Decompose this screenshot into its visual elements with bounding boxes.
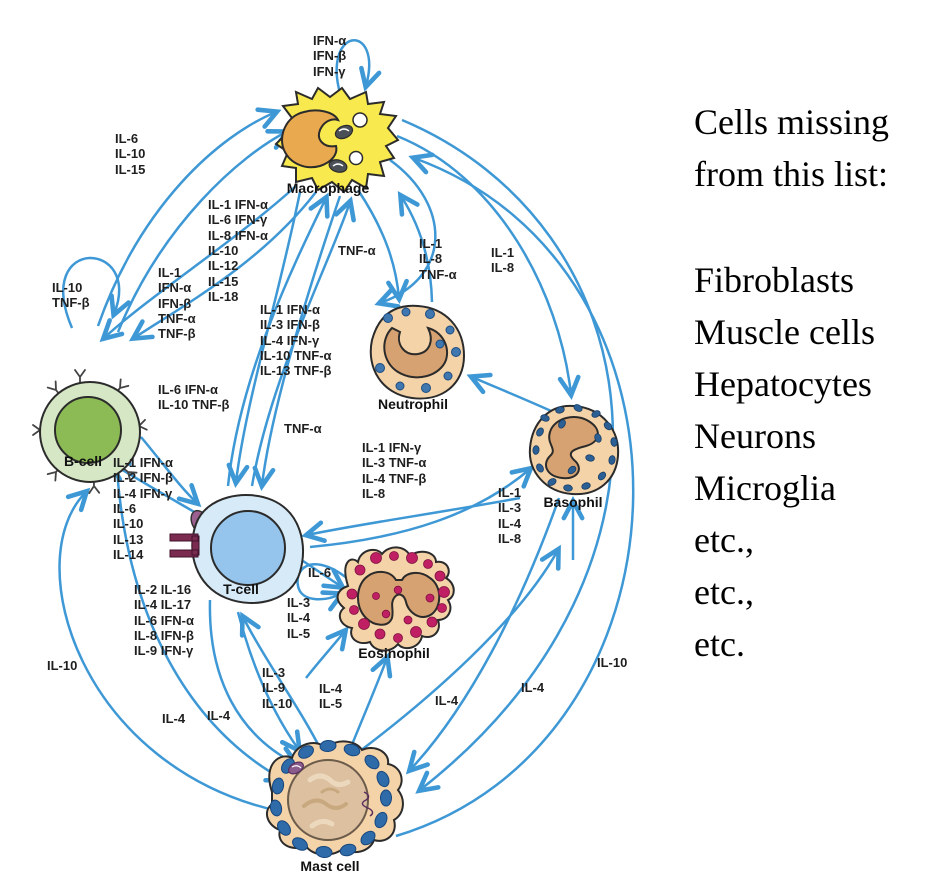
tcell-cell (169, 494, 304, 604)
cytokine-label-bcell-tcell-pair: IL-6 IFN-α IL-10 TNF-β (158, 382, 230, 413)
bcell-cell (32, 369, 148, 495)
arrow-mastcell-to-bcell-left (58, 487, 284, 814)
arrow-right-arc-to-neutrophil (466, 372, 559, 416)
arrow-bcell-to-tcell (140, 436, 202, 508)
macrophage-vacuole (348, 150, 364, 166)
arrow-basophil-to-tcell (301, 496, 521, 544)
side-note-heading: Cells missing from this list: (694, 102, 890, 194)
basophil-label: Basophil (543, 494, 603, 510)
cytokine-label-neutrophil-to-macrophage: TNF-α (338, 243, 376, 258)
arrow-macrophage-to-neutrophil-right (374, 158, 437, 309)
cytokine-label-mast-arc-il4-1: IL-4 (435, 693, 459, 708)
side-note-item: etc., (694, 520, 754, 560)
cytokine-label-tcell-to-neutrophil: IL-1 IFN-γ IL-3 TNF-α IL-4 TNF-β IL-8 (362, 440, 427, 501)
cytokine-arrows (58, 39, 635, 838)
side-note-item: Muscle cells (694, 312, 875, 352)
arrow-mastcell-to-macrophage-right (395, 152, 635, 838)
cytokine-label-tcell-to-macrophage: IL-1 IFN-α IL-6 IFN-γ IL-8 IFN-α IL-10 I… (208, 197, 268, 304)
side-note-item: Hepatocytes (694, 364, 872, 404)
mast-cell-granules (269, 739, 392, 859)
arrow-mastcell-to-basophil-arc (355, 544, 561, 755)
macrophage-organelles (328, 124, 354, 173)
macrophage-label: Macrophage (286, 180, 370, 196)
arrow-tcell-to-macrophage-2 (250, 196, 356, 487)
bcell-nucleus (54, 396, 122, 464)
cytokine-label-bcell-self-loop: IL-10 TNF-β (52, 280, 90, 311)
arrow-macrophage-to-bcell-1 (99, 185, 297, 343)
arrow-eosinophil-self-loop (296, 563, 355, 612)
arrow-bcell-to-mastcell-left-1 (115, 469, 290, 783)
cytokine-label-macrophage-to-tcell: IL-1 IFN-α IL-3 IFN-β IL-4 IFN-γ IL-10 T… (260, 302, 332, 379)
basophil-nucleus (545, 416, 599, 480)
arrow-neutrophil-to-macrophage (397, 190, 434, 303)
mast-cell-cell (265, 739, 404, 859)
mast-cell-nucleus-texture (302, 773, 351, 829)
side-note-item: etc. (694, 624, 745, 664)
side-note: Cells missing from this list: Fibroblast… (694, 96, 944, 664)
eosinophil-nucleus (357, 570, 441, 626)
macrophage-cell (274, 86, 400, 194)
mast-cell-label: Mast cell (300, 858, 360, 874)
tcell-receptor (169, 533, 200, 558)
arrow-tcell-to-mastcell-left-2 (208, 599, 302, 768)
macrophage-nucleus (281, 109, 340, 169)
basophil-cell (528, 404, 620, 496)
cytokine-label-tcell-to-bcell: IL-1 IFN-α IL-2 IFN-β IL-4 IFN-γ IL-6 IL… (113, 455, 173, 562)
arrow-mastcell-to-tcell (239, 611, 324, 753)
cytokine-label-mast-to-basophil: IL-4 (521, 680, 545, 695)
side-note-item: Fibroblasts (694, 260, 855, 300)
eosinophil-label: Eosinophil (358, 645, 430, 661)
cytokine-label-macrophage-to-basophil: IL-1 IL-8 (491, 245, 515, 276)
basophil-granules (532, 404, 618, 492)
side-note-item: Neurons (694, 416, 816, 456)
side-note-item: etc., (694, 572, 754, 612)
cytokine-label-macrophage-self-loop: IFN-α IFN-β IFN-γ (313, 33, 347, 79)
neutrophil-cell (369, 304, 466, 400)
tcell-label: T-cell (223, 581, 259, 597)
arrow-macrophage-self-loop (335, 39, 382, 101)
arrow-tcell-to-macrophage-1 (226, 192, 330, 487)
arrow-bcell-to-macrophage-1 (96, 107, 282, 327)
cytokine-label-mast-to-eosinophil: IL-4 IL-5 (319, 681, 343, 712)
cytokine-label-bcell-to-mast-1: IL-4 (162, 711, 186, 726)
side-note-item: Microglia (694, 468, 836, 508)
cytokine-label-tcell-lower-block: IL-2 IL-16 IL-4 IL-17 IL-6 IFN-α IL-8 IF… (134, 582, 194, 659)
eosinophil-cell (336, 546, 455, 652)
neutrophil-nucleus (383, 326, 448, 379)
arrow-macrophage-to-tcell-1 (226, 191, 302, 488)
arrow-tcell-to-eosinophil-lower (305, 626, 349, 679)
tcell-nucleus (210, 510, 286, 586)
bcell-label: B-cell (63, 453, 103, 469)
cytokine-label-eosinophil-self-loop: IL-6 (308, 565, 332, 580)
eosinophil-granules (346, 551, 450, 643)
cytokine-label-to-basophil-right: IL-1 IL-3 IL-4 IL-8 (498, 485, 522, 546)
arrow-tcell-to-eosinophil (302, 559, 348, 591)
arrow-macrophage-to-tcell-2 (252, 195, 342, 491)
cytokine-label-mast-to-bcell-left: IL-10 (47, 658, 78, 673)
arrow-bcell-self-loop (62, 256, 131, 329)
cytokine-label-macrophage-to-bcell: IL-1 IFN-α IFN-β TNF-α TNF-β (158, 265, 196, 342)
cytokine-label-tcell-tnf: TNF-α (284, 421, 322, 436)
cytokine-label-tcell-to-eosinophil: IL-3 IL-4 IL-5 (287, 595, 311, 641)
neutrophil-label: Neutrophil (378, 396, 448, 412)
cytokine-label-bcell-to-macrophage: IL-6 IL-10 IL-15 (115, 131, 146, 177)
arrow-macrophage-to-mastcell-outer (401, 118, 615, 794)
side-note-list: Fibroblasts Muscle cells Hepatocytes Neu… (694, 254, 875, 670)
arrow-basophil-to-mastcell (405, 497, 561, 775)
cytokine-label-macrophage-to-neutrophil: IL-1 IL-8 TNF-α (419, 236, 457, 282)
arrow-bcell-to-macrophage-2 (116, 129, 292, 333)
macrophage-vacuole (352, 112, 368, 128)
arrow-tcell-to-basophil (309, 465, 535, 549)
arrow-mastcell-to-eosinophil (347, 652, 393, 753)
neutrophil-granules (375, 307, 461, 393)
cytokine-label-tcell-to-mast: IL-3 IL-9 IL-10 (262, 665, 293, 711)
cytokine-label-mast-to-macrophage: IL-10 (597, 655, 628, 670)
cytokine-label-bcell-to-mast-2: IL-4 (207, 708, 231, 723)
mast-cell-organelles (288, 761, 374, 817)
